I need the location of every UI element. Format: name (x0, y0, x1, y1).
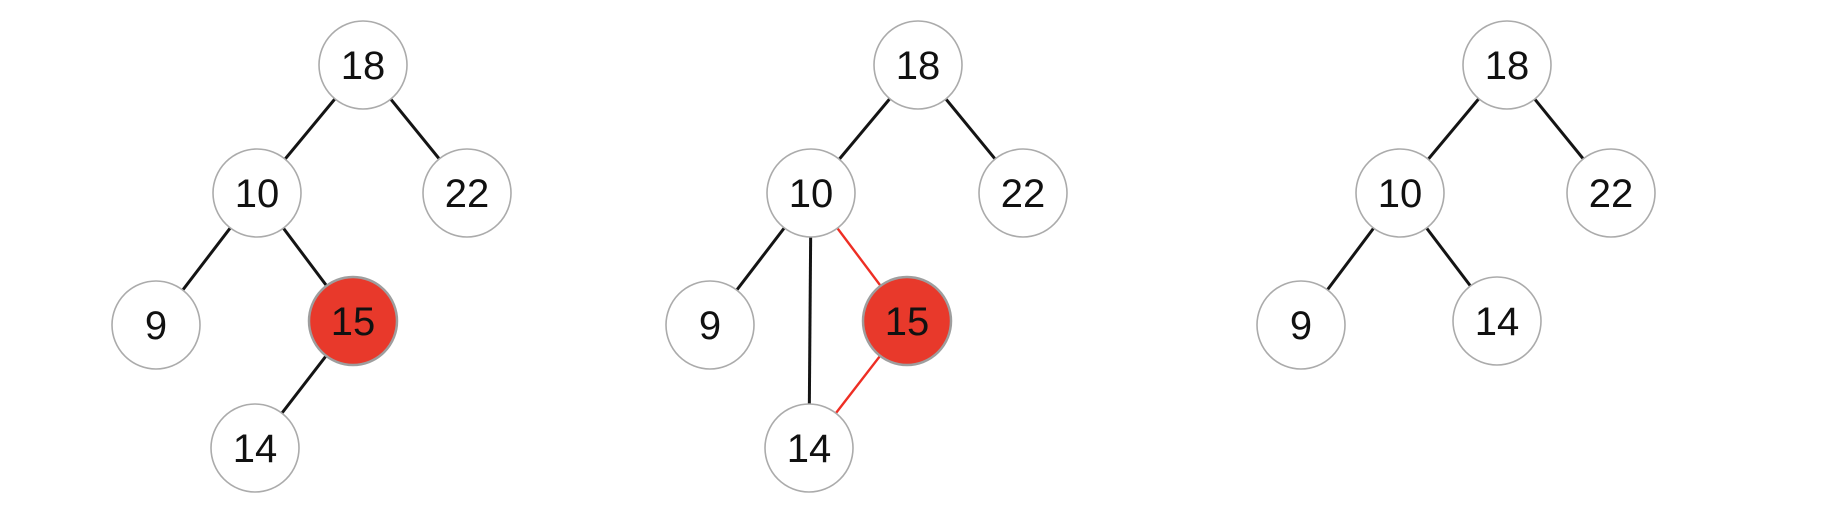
tree-node-22: 22 (978, 148, 1068, 238)
tree-node-18: 18 (318, 20, 408, 110)
node-circle (766, 148, 856, 238)
node-circle (1256, 280, 1346, 370)
tree-node-22: 22 (1566, 148, 1656, 238)
tree-node-9: 9 (665, 280, 755, 370)
node-circle (764, 403, 854, 493)
node-circle (422, 148, 512, 238)
node-circle (873, 20, 963, 110)
tree-node-15-highlighted: 15 (861, 275, 953, 367)
node-circle (307, 275, 399, 367)
tree-node-22: 22 (422, 148, 512, 238)
node-circle (1462, 20, 1552, 110)
tree-node-18: 18 (1462, 20, 1552, 110)
node-circle (978, 148, 1068, 238)
tree-node-10: 10 (212, 148, 302, 238)
tree-node-9: 9 (1256, 280, 1346, 370)
tree-node-15-highlighted: 15 (307, 275, 399, 367)
tree-node-10: 10 (766, 148, 856, 238)
node-circle (665, 280, 755, 370)
tree-node-14: 14 (210, 403, 300, 493)
node-circle (212, 148, 302, 238)
tree-node-18: 18 (873, 20, 963, 110)
node-circle (318, 20, 408, 110)
node-circle (111, 280, 201, 370)
tree-node-14: 14 (764, 403, 854, 493)
node-circle (1452, 276, 1542, 366)
tree-node-9: 9 (111, 280, 201, 370)
tree-node-14: 14 (1452, 276, 1542, 366)
node-circle (1566, 148, 1656, 238)
node-circle (1355, 148, 1445, 238)
node-circle (210, 403, 300, 493)
node-circle (861, 275, 953, 367)
tree-node-10: 10 (1355, 148, 1445, 238)
